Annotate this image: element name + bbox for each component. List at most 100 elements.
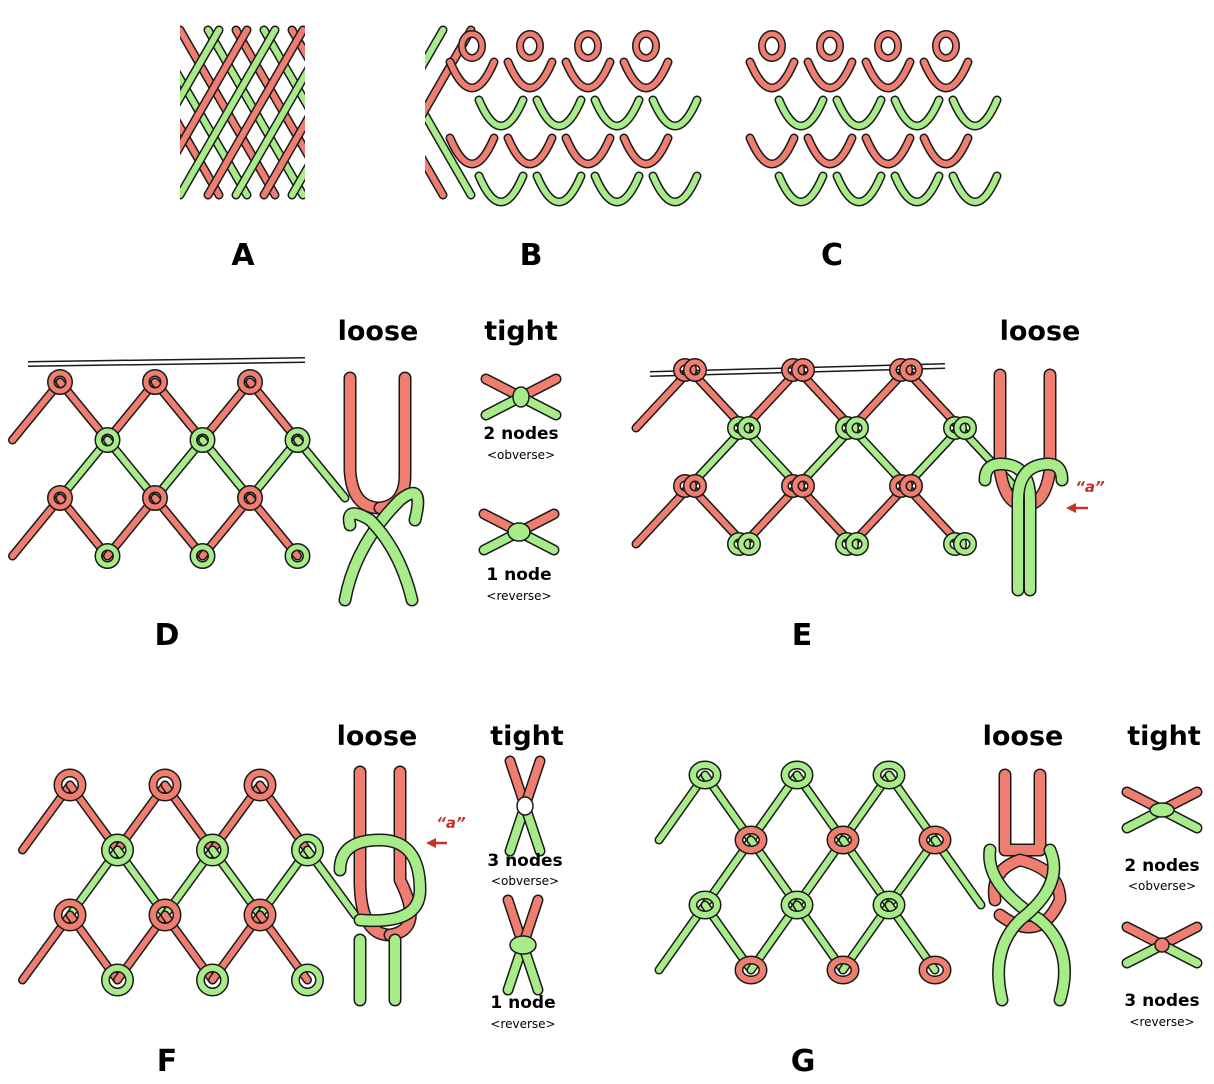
mesh-knot bbox=[781, 474, 805, 498]
mesh-knot bbox=[953, 416, 977, 440]
mesh-knot bbox=[737, 532, 761, 556]
loop-strand bbox=[803, 57, 857, 93]
panel-c-net bbox=[745, 30, 1002, 207]
panel-d-tight-heading: tight bbox=[484, 316, 558, 347]
mesh-knot bbox=[673, 474, 697, 498]
mesh-knot bbox=[781, 358, 805, 382]
panel-f-loose-knot bbox=[333, 765, 447, 1007]
panel-d-bottom-nodes: 1 node bbox=[486, 565, 552, 585]
top-loop bbox=[758, 30, 786, 62]
lower-strand bbox=[333, 833, 427, 928]
panel-f-bottom-nodes: 1 node bbox=[490, 993, 556, 1013]
mesh-knot bbox=[918, 955, 952, 985]
mesh-knot bbox=[94, 543, 121, 569]
mesh-knot bbox=[142, 485, 168, 511]
mesh-knot bbox=[688, 760, 722, 790]
loop-strand bbox=[561, 57, 615, 93]
marker-arrow bbox=[426, 838, 447, 848]
mesh-knot bbox=[53, 768, 87, 802]
upper-strand bbox=[373, 371, 412, 515]
panel-g-top-nodes: 2 nodes bbox=[1124, 856, 1200, 876]
mesh-knot bbox=[835, 532, 859, 556]
lower-strand bbox=[978, 457, 1037, 597]
mesh-knot bbox=[189, 543, 216, 569]
loop-strand bbox=[774, 95, 828, 131]
tight-node bbox=[1149, 802, 1175, 818]
panel-g-bottom-nodes: 3 nodes bbox=[1124, 991, 1200, 1011]
loop-strand bbox=[861, 133, 915, 169]
mesh-knot bbox=[889, 474, 913, 498]
mesh-knot bbox=[243, 768, 277, 802]
loop-strand bbox=[445, 57, 499, 93]
mesh-knot bbox=[845, 416, 869, 440]
loop-strand bbox=[803, 133, 857, 169]
tight-node bbox=[509, 935, 537, 955]
mesh-knot bbox=[148, 898, 182, 932]
loop-strand bbox=[948, 95, 1002, 131]
upper-strand bbox=[998, 768, 1047, 857]
panel-a-net bbox=[0, 0, 476, 260]
mesh-knot bbox=[196, 833, 229, 867]
mesh-knot bbox=[780, 890, 814, 920]
panel-g-net bbox=[654, 760, 986, 985]
mesh-knot bbox=[727, 416, 751, 440]
panel-e-loose-knot bbox=[978, 368, 1088, 597]
loop-strand bbox=[532, 95, 586, 131]
mesh-knot bbox=[734, 955, 768, 985]
tight-node bbox=[507, 522, 531, 542]
panel-f-marker: “a” bbox=[436, 814, 466, 832]
top-loop bbox=[632, 30, 660, 62]
mesh-knot bbox=[688, 890, 722, 920]
mesh-knot bbox=[899, 474, 923, 498]
panel-label-b: B bbox=[519, 238, 543, 273]
mesh-knot bbox=[101, 963, 134, 997]
lower-strand bbox=[338, 486, 425, 607]
panel-d-top-nodes: 2 nodes bbox=[483, 424, 559, 444]
top-loop bbox=[574, 30, 602, 62]
loop-strand bbox=[619, 57, 673, 93]
mesh-knot bbox=[284, 543, 311, 569]
panel-g-tight-knots bbox=[1121, 786, 1203, 969]
panel-d-loose-knot bbox=[338, 371, 425, 607]
panel-f-top-side: <obverse> bbox=[490, 874, 560, 888]
panel-label-f: F bbox=[156, 1044, 178, 1079]
loop-strand bbox=[745, 57, 799, 93]
loop-strand bbox=[832, 95, 886, 131]
mesh-knot bbox=[101, 833, 134, 867]
panel-e-loose-heading: loose bbox=[999, 316, 1081, 347]
loop-strand bbox=[861, 57, 915, 93]
mesh-knot bbox=[734, 825, 768, 855]
loop-strand bbox=[532, 171, 586, 207]
loop-strand bbox=[948, 171, 1002, 207]
loop-strand bbox=[474, 171, 528, 207]
mesh-knot bbox=[872, 760, 906, 790]
panel-f-top-nodes: 3 nodes bbox=[487, 851, 563, 871]
mesh-knot bbox=[53, 898, 87, 932]
panel-label-g: G bbox=[790, 1044, 816, 1079]
panel-e-net bbox=[631, 358, 1019, 556]
loop-strand bbox=[503, 57, 557, 93]
loop-strand bbox=[503, 133, 557, 169]
panel-f-tight-knots bbox=[502, 755, 546, 996]
mesh-knot bbox=[237, 369, 263, 395]
tight-node bbox=[516, 796, 534, 816]
panel-g-bottom-side: <reverse> bbox=[1129, 1015, 1195, 1029]
loop-strand bbox=[890, 171, 944, 207]
panel-f-net bbox=[18, 768, 360, 997]
panel-label-e: E bbox=[791, 618, 813, 653]
top-loop bbox=[874, 30, 902, 62]
panel-b-net bbox=[445, 30, 702, 207]
loop-strand bbox=[919, 57, 973, 93]
lower-strand bbox=[992, 843, 1061, 1007]
tight-node bbox=[512, 386, 530, 408]
mesh-knot bbox=[683, 474, 707, 498]
mesh-knot bbox=[291, 833, 324, 867]
twisted-strand bbox=[175, 25, 280, 200]
panel-d-net bbox=[8, 357, 350, 569]
mesh-knot bbox=[953, 532, 977, 556]
mesh-knot bbox=[291, 963, 324, 997]
mesh-knot bbox=[94, 427, 121, 453]
mesh-rod bbox=[27, 357, 306, 367]
lower-strand bbox=[342, 507, 419, 607]
